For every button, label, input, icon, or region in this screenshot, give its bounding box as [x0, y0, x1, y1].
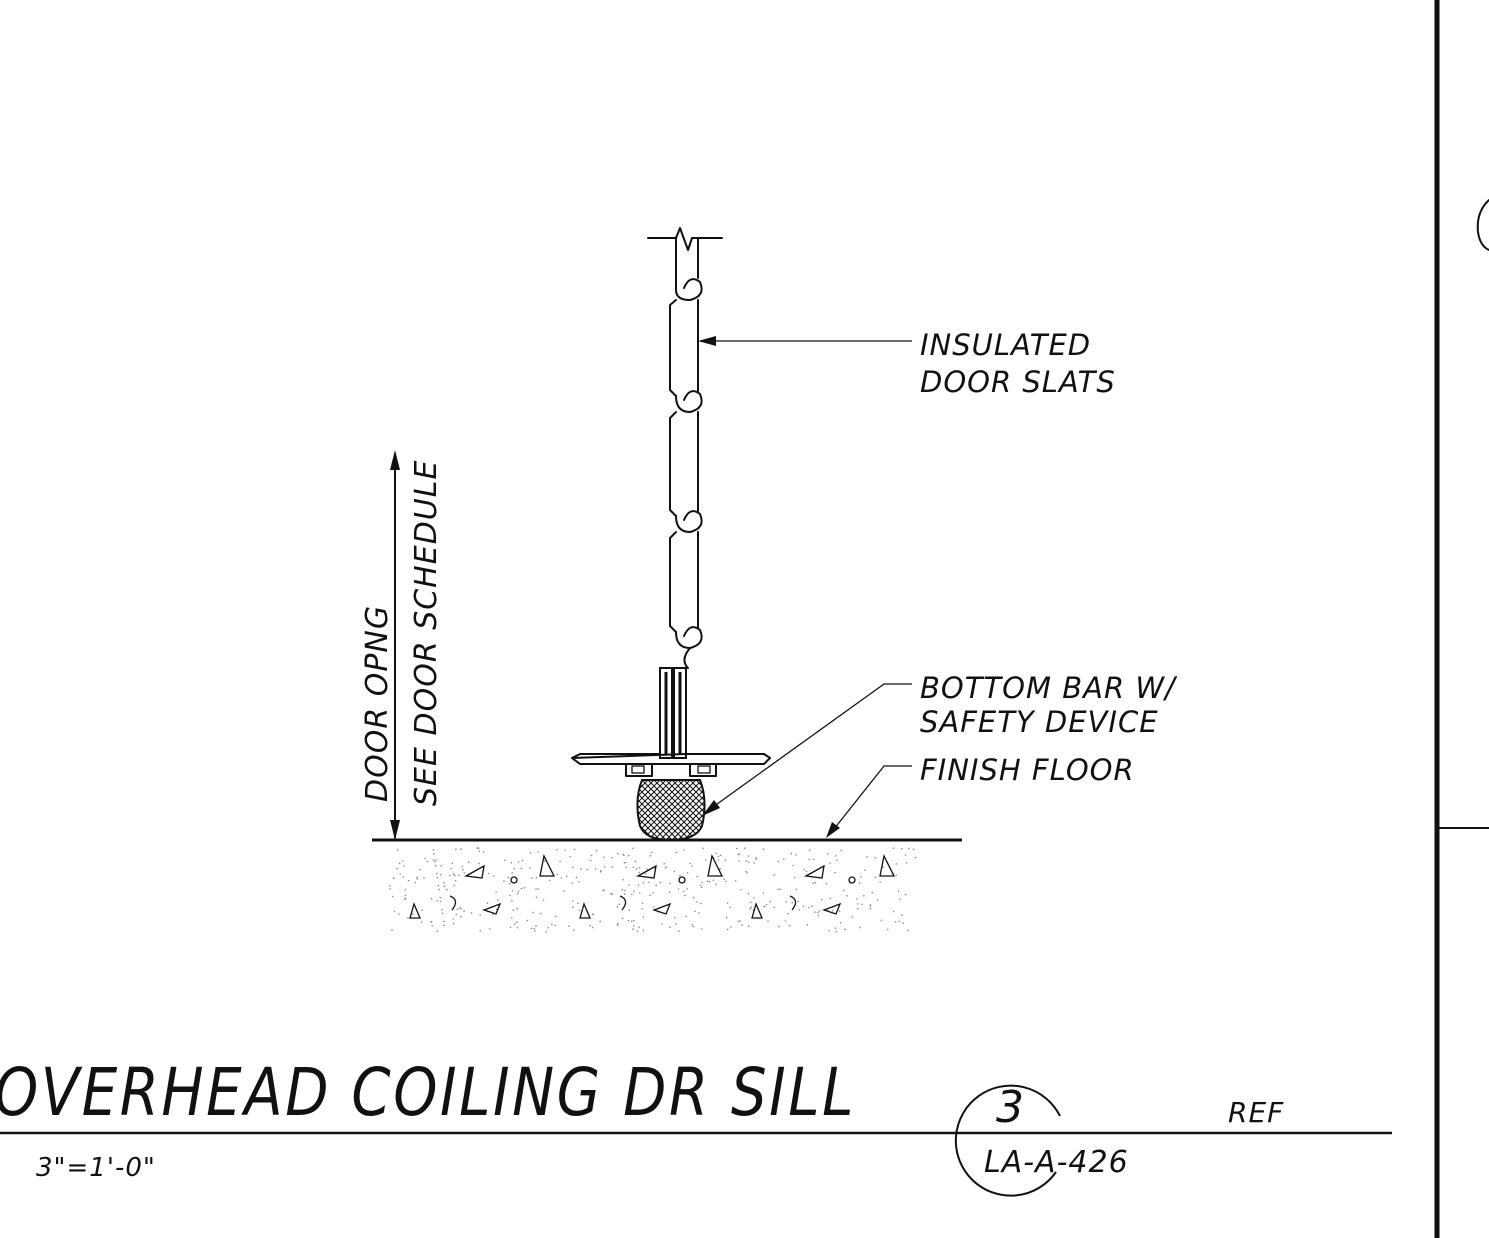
dimension-label-line1: DOOR OPNG [360, 605, 395, 802]
break-line [647, 227, 723, 251]
dimension-door-opening [390, 450, 400, 840]
ref-label: REF [1228, 1096, 1284, 1129]
slats-label-line2: DOOR SLATS [920, 365, 1116, 399]
leader-finish-floor [826, 765, 912, 838]
detail-bubble [954, 1084, 1061, 1197]
bottom-bar-label-line2: SAFETY DEVICE [920, 705, 1159, 739]
door-slats [647, 227, 723, 669]
bottom-bar [571, 667, 771, 842]
detail-number: 3 [996, 1082, 1025, 1133]
concrete-slab [389, 847, 917, 933]
bottom-bar-label-line1: BOTTOM BAR W/ [920, 671, 1178, 705]
detail-title: OVERHEAD COILING DR SILL [0, 1054, 856, 1131]
dimension-label-line2: SEE DOOR SCHEDULE [409, 460, 444, 806]
safety-device-seal [636, 779, 706, 842]
leader-slats [698, 336, 912, 346]
sheet-border [1434, 0, 1489, 1238]
leader-bottom-bar [702, 683, 912, 816]
slats-label-line1: INSULATED [920, 328, 1091, 362]
scale-label: 3"=1'-0" [36, 1153, 156, 1183]
finish-floor-label: FINISH FLOOR [920, 753, 1135, 787]
sheet-reference: LA-A-426 [984, 1145, 1129, 1180]
